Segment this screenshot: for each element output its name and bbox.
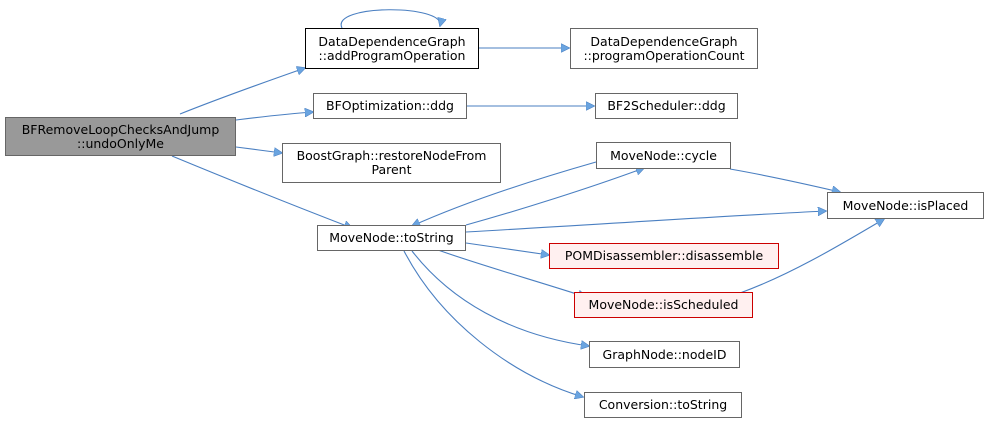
node-label: GraphNode::nodeID (602, 346, 727, 362)
node-label: BF2Scheduler::ddg (607, 98, 726, 113)
node-datadependencegraph-addprogramoperation[interactable]: DataDependenceGraph ::addProgramOperatio… (305, 28, 479, 69)
edge-toString-isScheduled (437, 249, 586, 297)
node-label-line2: ::undoOnlyMe (77, 135, 164, 151)
node-movenode-tostring[interactable]: MoveNode::toString (317, 225, 466, 251)
node-label-line2: ::programOperationCount (583, 47, 745, 63)
node-label: MoveNode::isPlaced (842, 197, 969, 213)
edge-toString-convToString (403, 250, 583, 397)
node-label: MoveNode::cycle (610, 147, 717, 163)
node-label-line1: DataDependenceGraph (590, 33, 738, 49)
node-label-line1: BFRemoveLoopChecksAndJump (21, 121, 220, 137)
node-label: MoveNode::isScheduled (588, 297, 739, 312)
edge-root-restoreNode (235, 146, 282, 153)
edge-root-toString (171, 155, 352, 228)
node-bf2scheduler-ddg[interactable]: BF2Scheduler::ddg (595, 93, 738, 119)
node-movenode-isplaced[interactable]: MoveNode::isPlaced (827, 192, 984, 219)
edge-cycle-toString (412, 161, 597, 226)
node-label-line1: BoostGraph::restoreNodeFrom (296, 148, 487, 163)
node-graphnode-nodeid[interactable]: GraphNode::nodeID (589, 341, 740, 368)
node-bfoptimization-ddg[interactable]: BFOptimization::ddg (313, 93, 467, 119)
edge-isScheduled-isPlaced (739, 219, 884, 294)
edge-root-bfoptDdg (235, 112, 313, 121)
node-datadependencegraph-programoperationcount[interactable]: DataDependenceGraph ::programOperationCo… (570, 28, 758, 69)
edge-toString-disassemble (465, 242, 549, 255)
edge-toString-isPlaced (465, 211, 826, 233)
node-conversion-tostring[interactable]: Conversion::toString (584, 392, 742, 418)
edge-toString-nodeID (411, 250, 589, 346)
edge-toString-cycle (465, 168, 644, 226)
edge-cycle-isPlaced (729, 168, 840, 192)
node-pomdisassembler-disassemble[interactable]: POMDisassembler::disassemble (549, 243, 779, 269)
node-label-line2: ::addProgramOperation (318, 47, 466, 63)
node-label: MoveNode::toString (329, 230, 454, 245)
node-boostgraph-restorenodefromparent[interactable]: BoostGraph::restoreNodeFrom Parent (282, 143, 501, 183)
node-movenode-isscheduled[interactable]: MoveNode::isScheduled (574, 292, 753, 318)
node-movenode-cycle[interactable]: MoveNode::cycle (596, 142, 731, 169)
node-bfremoveloopchecksandjump-undoonlyme: BFRemoveLoopChecksAndJump ::undoOnlyMe (5, 117, 236, 156)
node-label-line1: DataDependenceGraph (318, 33, 466, 49)
edge-self-loop-addProgramOperation (340, 9, 440, 29)
node-label: Conversion::toString (598, 397, 728, 412)
node-label: BFOptimization::ddg (326, 98, 454, 113)
node-label: POMDisassembler::disassemble (564, 248, 764, 263)
edge-root-addProgramOperation (179, 68, 305, 115)
node-label-line2: Parent (371, 162, 412, 177)
